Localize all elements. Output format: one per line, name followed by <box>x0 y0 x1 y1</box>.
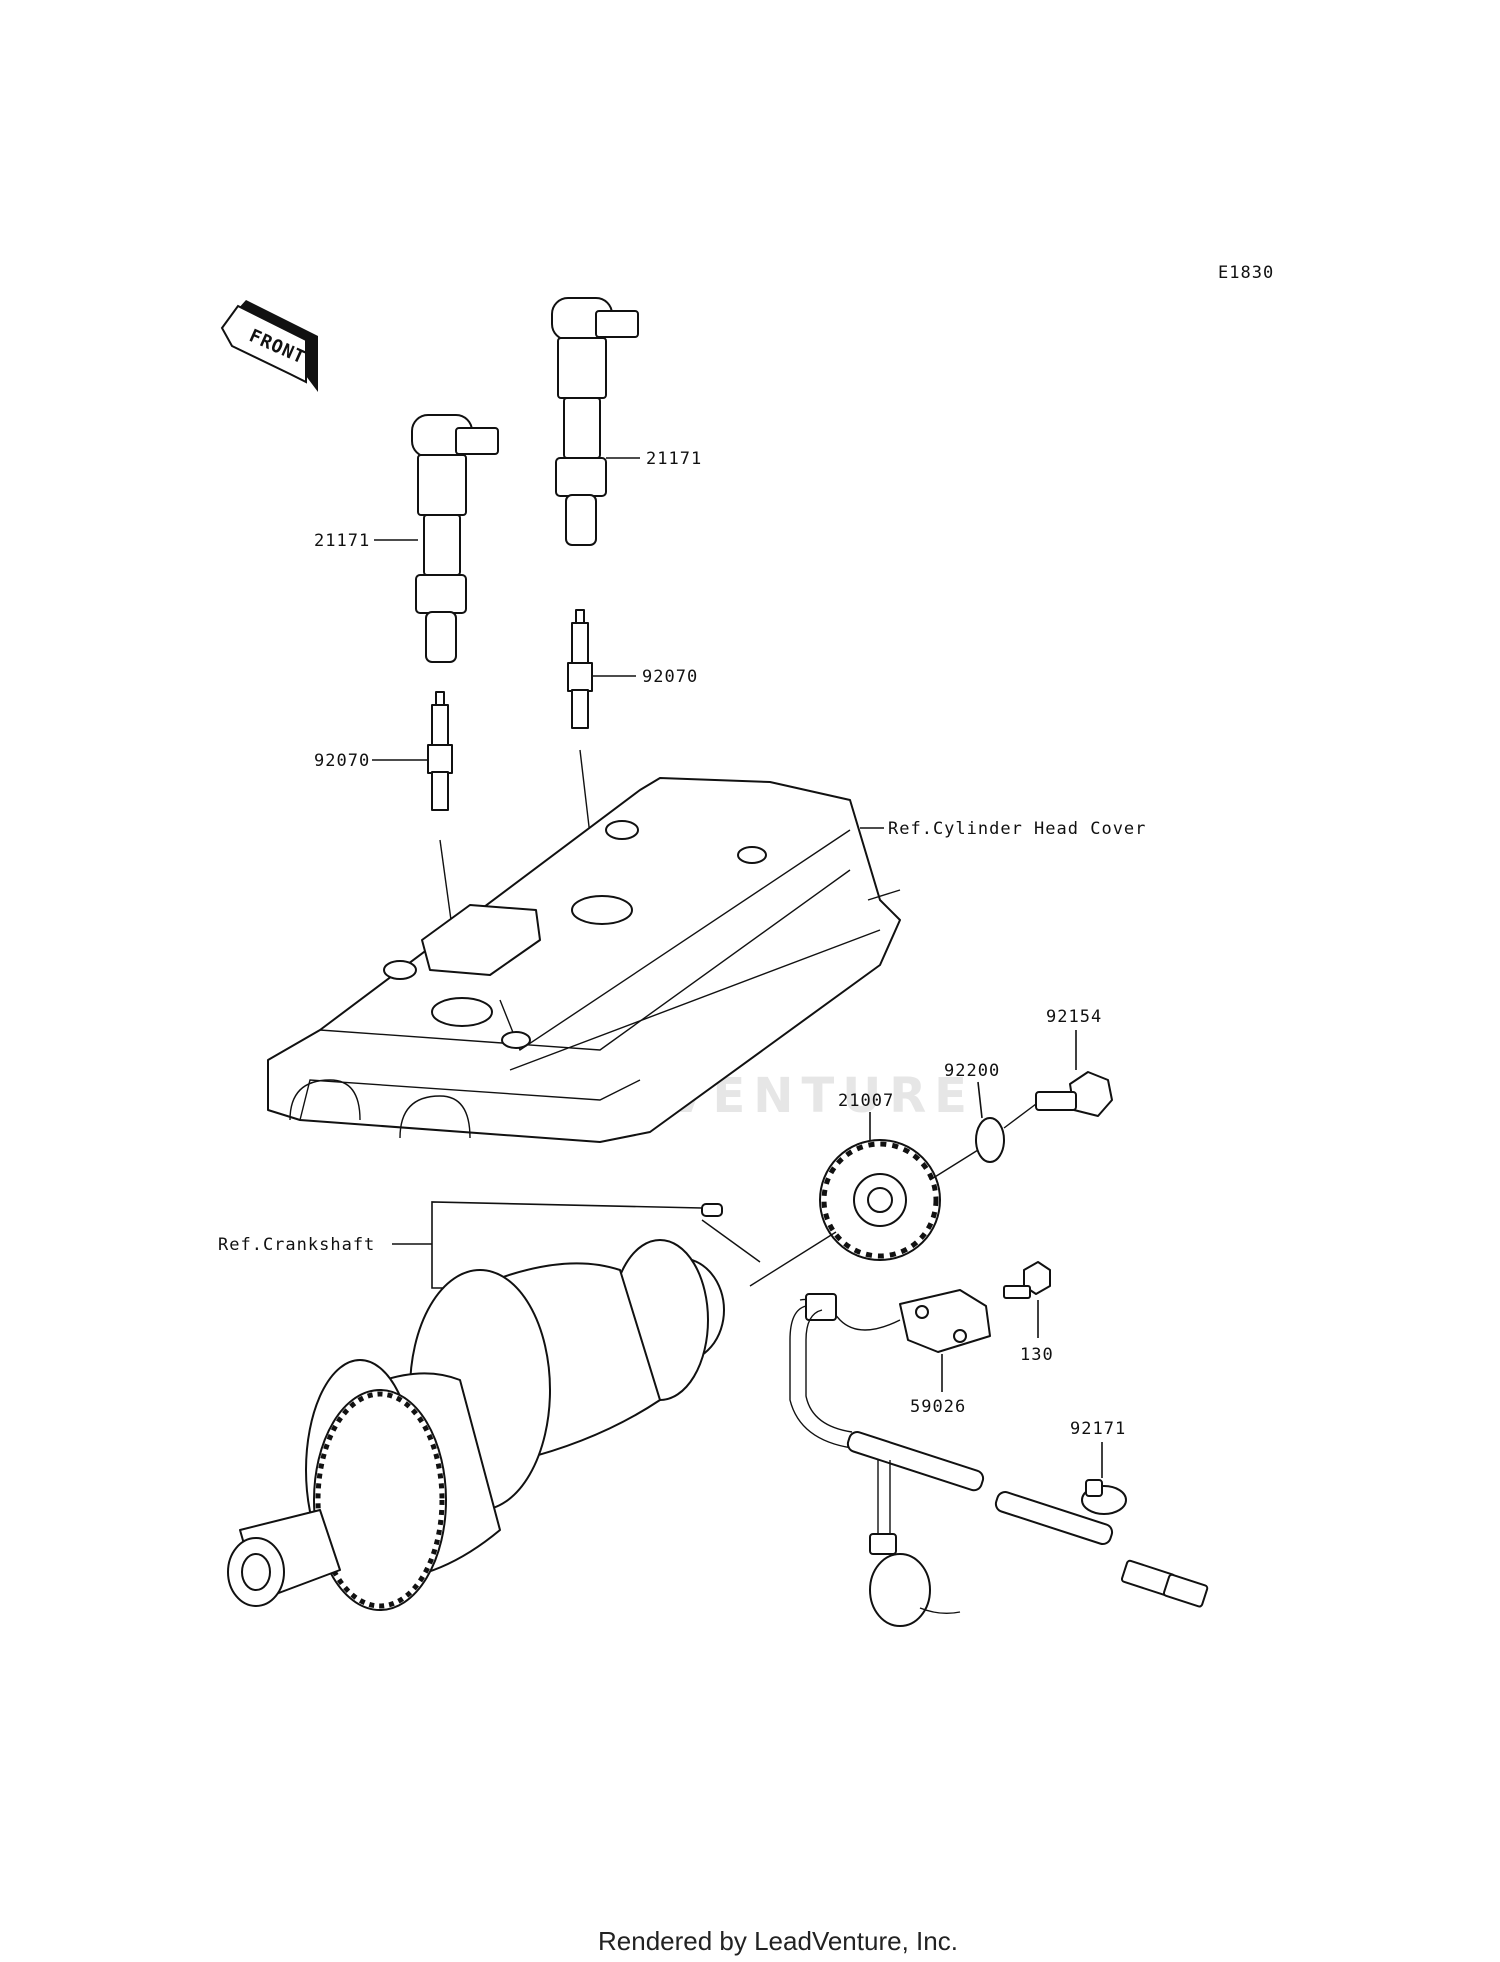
callout-timing-rotor: 21007 <box>838 1091 894 1111</box>
callout-sensor: 59026 <box>910 1397 966 1417</box>
callout-plug-left: 92070 <box>314 751 370 771</box>
front-arrow-icon: FRONT <box>220 300 318 392</box>
diagram-id: E1830 <box>1218 263 1274 283</box>
sensor-bolt[interactable] <box>1003 1261 1051 1299</box>
footer-credit: Rendered by LeadVenture, Inc. <box>598 1926 958 1956</box>
washer[interactable] <box>975 1117 1005 1163</box>
cylinder-head-cover <box>267 777 901 1143</box>
callout-plug-right: 92070 <box>642 667 698 687</box>
timing-rotor[interactable] <box>819 1139 941 1261</box>
wire-clamp[interactable] <box>1081 1479 1127 1515</box>
callout-sensor-bolt: 130 <box>1020 1345 1054 1365</box>
crankshaft <box>227 1239 725 1611</box>
callout-cylinder-head-cover: Ref.Cylinder Head Cover <box>888 819 1146 839</box>
callout-crankshaft: Ref.Crankshaft <box>218 1235 375 1255</box>
rotor-bolt[interactable] <box>1035 1071 1113 1117</box>
spark-plug-left[interactable] <box>427 691 453 811</box>
ignition-coil-right[interactable] <box>551 297 639 546</box>
callout-rotor-bolt: 92154 <box>1046 1007 1102 1027</box>
callout-clamp: 92171 <box>1070 1419 1126 1439</box>
spark-plug-right[interactable] <box>567 609 593 729</box>
callout-washer: 92200 <box>944 1061 1000 1081</box>
ignition-coil-left[interactable] <box>411 414 499 663</box>
sensor-wire-harness <box>789 1305 1209 1627</box>
callout-coil-right: 21171 <box>646 449 702 469</box>
dowel-pin <box>701 1203 723 1217</box>
crank-position-sensor[interactable] <box>799 1289 991 1353</box>
callout-coil-left: 21171 <box>314 531 370 551</box>
